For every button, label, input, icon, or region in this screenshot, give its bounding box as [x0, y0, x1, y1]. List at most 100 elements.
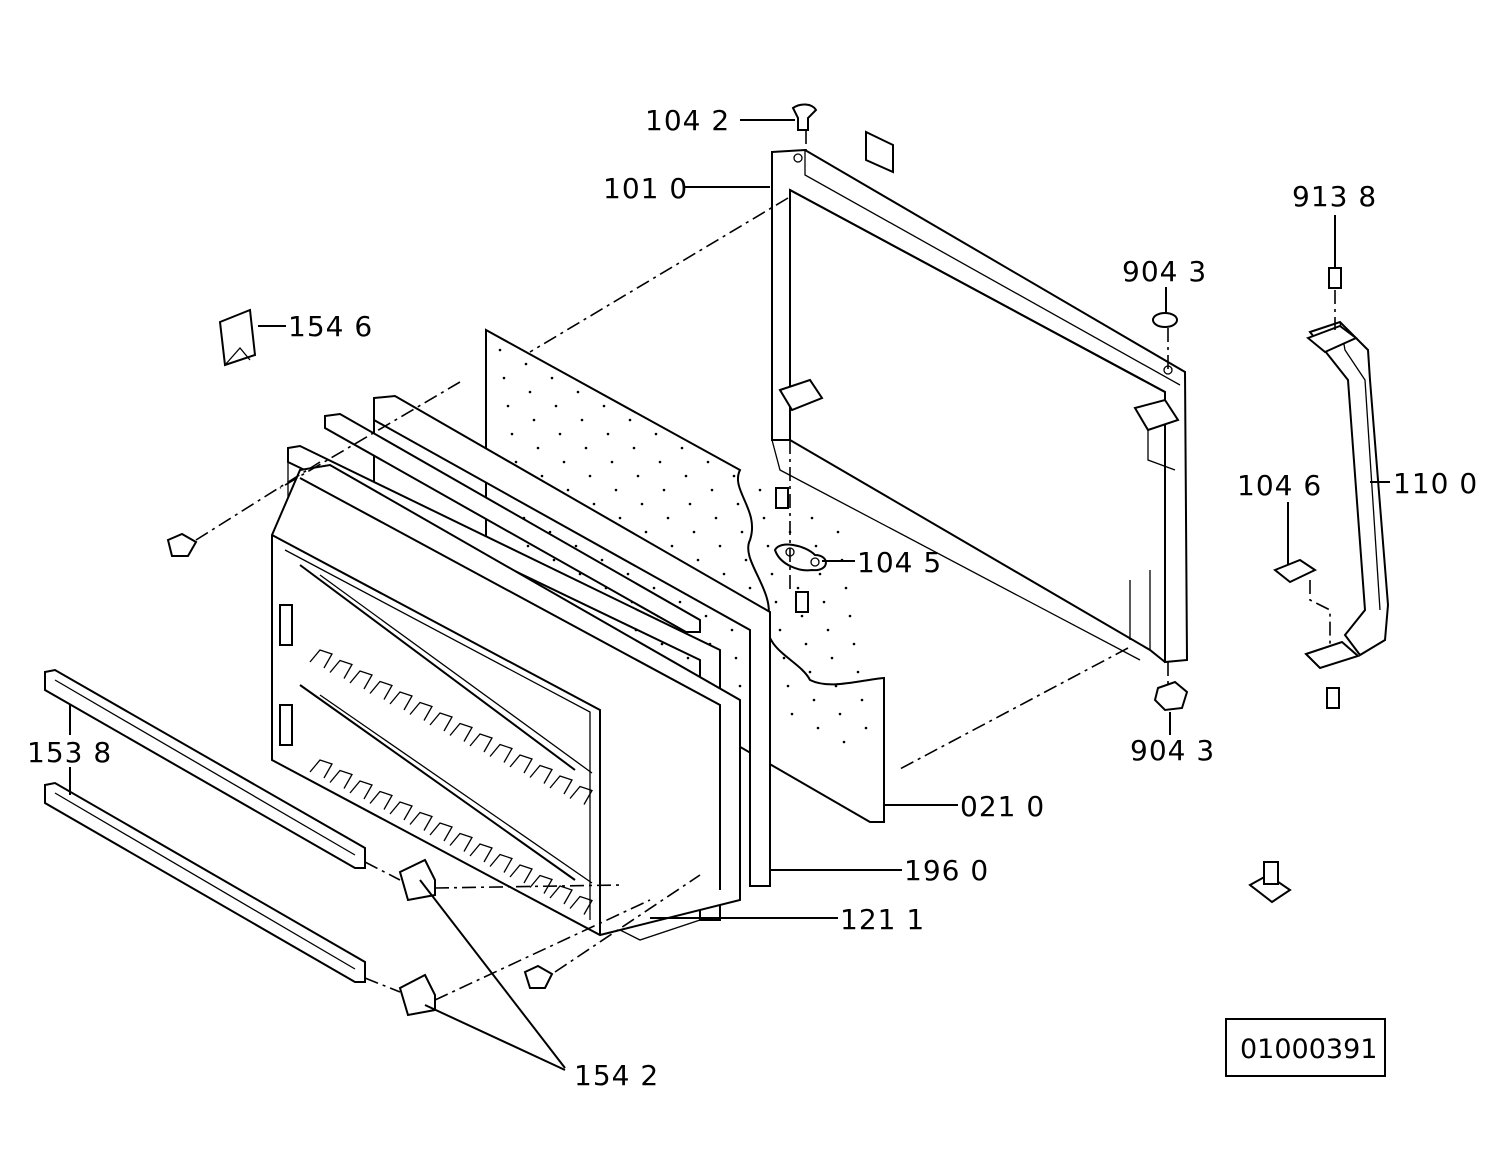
panel-speckle [714, 516, 718, 520]
panel-speckle [554, 404, 558, 408]
liner-rib [329, 769, 353, 789]
label-110-0: 110 0 [1393, 467, 1478, 500]
panel-speckle [814, 544, 818, 548]
label-plate-part [865, 130, 894, 174]
liner-rib [369, 680, 393, 700]
panel-speckle [758, 488, 762, 492]
label-154-2: 154 2 [574, 1059, 659, 1092]
panel-speckle [528, 390, 532, 394]
panel-speckle [736, 502, 740, 506]
panel-speckle [526, 544, 530, 548]
liner-rib [529, 764, 553, 784]
liner-rib [449, 722, 473, 742]
trim-strip-upper-part [44, 668, 366, 869]
panel-speckle [834, 684, 838, 688]
panel-speckle [552, 558, 556, 562]
liner-rib [409, 811, 433, 831]
panel-speckle [506, 404, 510, 408]
panel-speckle [678, 600, 682, 604]
panel-speckle [626, 572, 630, 576]
panel-speckle [692, 530, 696, 534]
panel-speckle [818, 572, 822, 576]
panel-speckle [510, 432, 514, 436]
liner-rib [549, 885, 573, 905]
panel-speckle [540, 474, 544, 478]
liner-rib [309, 759, 333, 779]
panel-speckle [680, 446, 684, 450]
panel-speckle [732, 474, 736, 478]
panel-speckle [844, 586, 848, 590]
panel-speckle [796, 586, 800, 590]
panel-speckle [562, 460, 566, 464]
panel-speckle [770, 572, 774, 576]
panel-speckle [628, 418, 632, 422]
label-121-1: 121 1 [840, 903, 925, 936]
panel-speckle [842, 740, 846, 744]
clip-part-right [1248, 861, 1292, 904]
panel-speckle [786, 684, 790, 688]
label-104-6: 104 6 [1237, 469, 1322, 502]
panel-speckle [740, 530, 744, 534]
panel-speckle [800, 614, 804, 618]
liner-rib [549, 775, 573, 795]
panel-speckle [566, 488, 570, 492]
panel-speckle [808, 670, 812, 674]
panel-speckle [804, 642, 808, 646]
panel-speckle [588, 474, 592, 478]
liner-rib [489, 743, 513, 763]
panel-speckle [810, 516, 814, 520]
trim-strip-lower-part [44, 781, 366, 983]
panel-speckle [666, 516, 670, 520]
liner-rib [309, 649, 333, 669]
panel-speckle [864, 726, 868, 730]
panel-speckle [614, 488, 618, 492]
panel-speckle [830, 656, 834, 660]
leader-lines [69, 119, 1390, 1071]
panel-speckle [704, 614, 708, 618]
drawing-number-box: 01000391 [1225, 1018, 1386, 1077]
panel-speckle [762, 516, 766, 520]
panel-speckle [654, 432, 658, 436]
label-021-0: 021 0 [960, 790, 1045, 823]
panel-speckle [610, 460, 614, 464]
panel-speckle [722, 572, 726, 576]
panel-speckle [766, 544, 770, 548]
panel-speckle [688, 502, 692, 506]
liner-rib [349, 670, 373, 690]
label-104-5: 104 5 [857, 546, 942, 579]
liner-rib [369, 790, 393, 810]
panel-speckle [640, 502, 644, 506]
label-196-0: 196 0 [904, 854, 989, 887]
panel-speckle [734, 656, 738, 660]
cover-bracket-154-6 [218, 308, 257, 367]
liner-rib [509, 864, 533, 884]
assembly-lines [195, 130, 1336, 1001]
panel-speckle [812, 698, 816, 702]
panel-speckle [498, 348, 502, 352]
panel-speckle [514, 460, 518, 464]
panel-speckle [852, 642, 856, 646]
washer-104-5 [773, 543, 827, 572]
rear-frame-part [771, 148, 1189, 664]
panel-speckle [696, 558, 700, 562]
hinge-clip-104-6 [1273, 558, 1318, 584]
drawing-number: 01000391 [1240, 1034, 1377, 1065]
panel-speckle [550, 376, 554, 380]
screws [166, 267, 1342, 989]
panel-speckle [652, 586, 656, 590]
panel-speckle [774, 600, 778, 604]
panel-speckle [606, 432, 610, 436]
nut-904-3-bottom [1153, 680, 1189, 712]
liner-rib [449, 832, 473, 852]
liner-rib [489, 853, 513, 873]
panel-speckle [816, 726, 820, 730]
panel-speckle [574, 544, 578, 548]
panel-speckle [636, 474, 640, 478]
panel-speckle [860, 698, 864, 702]
liner-rib [329, 659, 353, 679]
liner-rib [469, 733, 493, 753]
panel-speckle [644, 530, 648, 534]
liner-rib [349, 780, 373, 800]
panel-speckle [826, 628, 830, 632]
